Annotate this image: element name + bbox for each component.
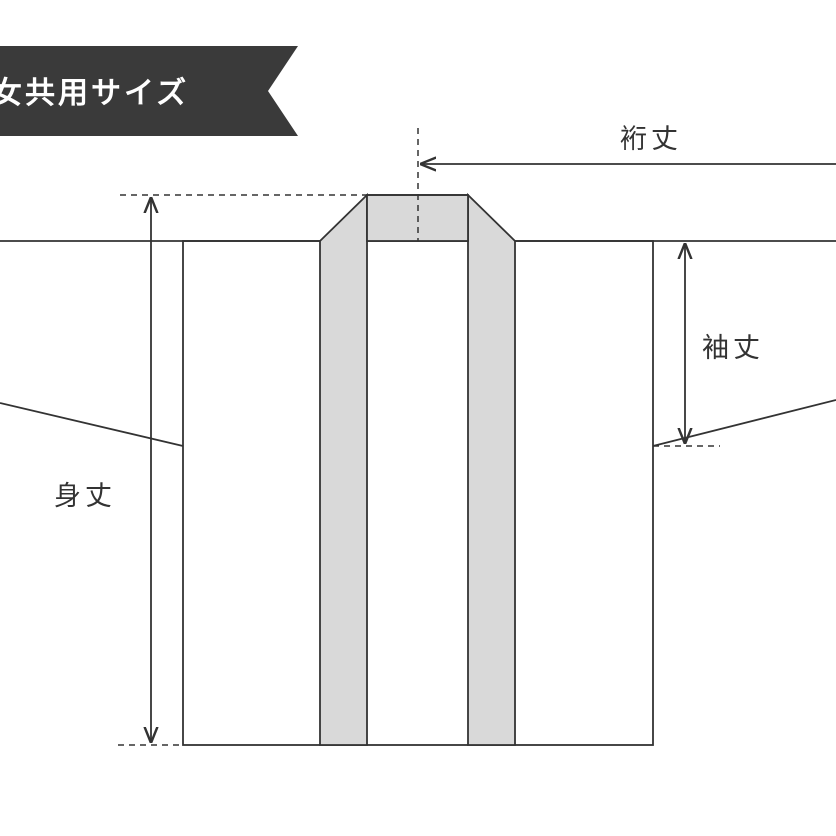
collar-left [319, 192, 368, 746]
sleeve-bottom-left [0, 402, 184, 447]
sleeve-length-label: 裄丈 [620, 124, 682, 155]
garment-outline [0, 240, 836, 746]
sleeve-bottom-right [652, 399, 836, 447]
body-panel [182, 240, 654, 746]
size-banner: 女共用サイズ [0, 46, 298, 136]
collar [319, 192, 516, 746]
dimension-arrows [151, 164, 836, 743]
guide-lines [118, 128, 720, 746]
body-length-label: 身丈 [54, 481, 116, 512]
collar-right [467, 192, 516, 746]
sleeve-height-label: 袖丈 [702, 333, 764, 364]
banner-background [0, 46, 298, 136]
banner-title: 女共用サイズ [0, 76, 189, 111]
